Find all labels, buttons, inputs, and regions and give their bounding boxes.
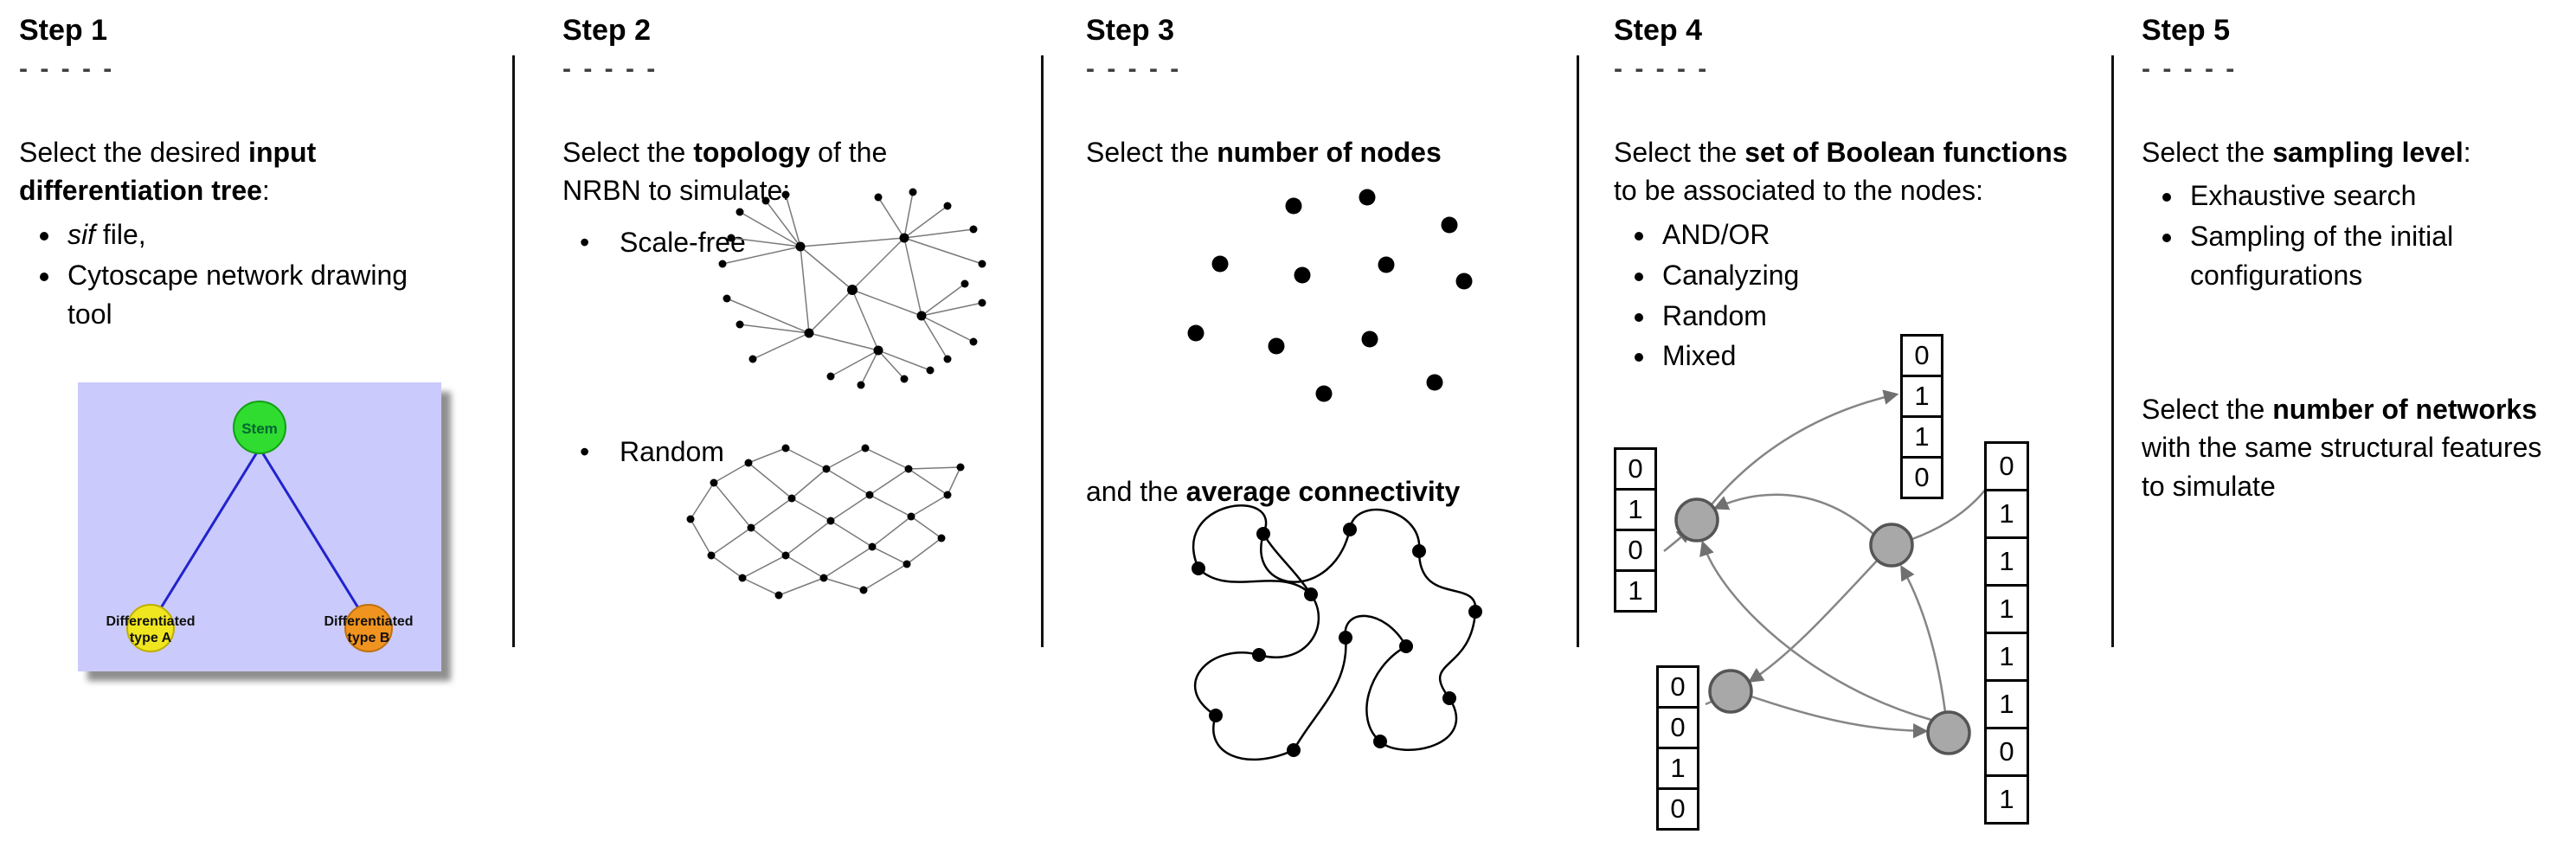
step5-options: Exhaustive search Sampling of the initia…	[2142, 176, 2548, 294]
differentiation-tree-illustration: Stem Differentiated type A Differentiate…	[78, 382, 441, 671]
step1-column: Step 1 - - - - - Select the desired inpu…	[19, 12, 491, 843]
step3-column: Step 3 - - - - - Select the number of no…	[1086, 12, 1562, 843]
truth-table-left: 0 1 0 1	[1614, 447, 1657, 613]
list-item-mixed: Mixed	[1657, 337, 2094, 375]
step5-dashes: - - - - -	[2142, 54, 2238, 83]
boolean-node-3	[1708, 669, 1753, 714]
truth-table-cell: 1	[1984, 679, 2029, 729]
truth-table-cell: 0	[1614, 529, 1657, 572]
step2-column: Step 2 - - - - - Select the topology of …	[562, 12, 1021, 843]
list-item-canalyzing: Canalyzing	[1657, 256, 2094, 295]
step1-title: Step 1	[19, 14, 108, 47]
node-b-label-line1: Differentiated	[324, 614, 413, 629]
step5-title: Step 5	[2142, 14, 2231, 47]
step4-dashes: - - - - -	[1614, 54, 1710, 83]
nodes-scatter-graphic	[1187, 189, 1473, 402]
truth-table-cell: 1	[1984, 774, 2029, 825]
step1-intro: Select the desired input differentiation…	[19, 136, 317, 207]
list-item-sampling: Sampling of the initial configurations	[2185, 217, 2548, 295]
scale-free-network-graphic	[718, 188, 986, 389]
truth-table-cell: 1	[1900, 375, 1943, 418]
step5-column: Step 5 - - - - - Select the sampling lev…	[2142, 12, 2574, 843]
list-item-random: Random	[575, 434, 724, 471]
stem-node-label: Stem	[241, 420, 278, 437]
truth-table-cell: 1	[1984, 536, 2029, 587]
list-item-exhaustive: Exhaustive search	[2185, 176, 2548, 215]
truth-table-cell: 0	[1900, 334, 1943, 377]
truth-table-bottom-left: 0 0 1 0	[1656, 665, 1699, 831]
step4-options: AND/OR Canalyzing Random Mixed	[1614, 215, 2094, 375]
node-a-label-line1: Differentiated	[106, 614, 195, 629]
truth-table-cell: 1	[1984, 632, 2029, 682]
list-item-sif-file: sif file,	[62, 215, 452, 254]
step3-title: Step 3	[1086, 14, 1175, 47]
tree-edge-a	[149, 447, 261, 626]
node-b-label-line2: type B	[348, 631, 390, 645]
step5-second-paragraph: Select the number of networks with the s…	[2142, 393, 2542, 503]
differentiation-tree-svg: Stem Differentiated type A Differentiate…	[78, 382, 441, 671]
step5-intro: Select the sampling level:	[2142, 136, 2471, 168]
connectivity-tangle-graphic	[1192, 504, 1482, 761]
list-item-random-fn: Random	[1657, 297, 2094, 336]
step1-dashes: - - - - -	[19, 54, 115, 83]
differentiated-type-b-node	[344, 604, 393, 652]
truth-table-cell: 0	[1656, 706, 1699, 749]
step4-column: Step 4 - - - - - Select the set of Boole…	[1614, 12, 2094, 847]
truth-table-cell: 1	[1614, 569, 1657, 613]
divider-2	[1041, 55, 1044, 647]
boolean-node-1	[1674, 497, 1719, 542]
stem-node	[233, 401, 286, 454]
divider-4	[2111, 55, 2114, 647]
truth-table-cell: 1	[1656, 747, 1699, 790]
truth-table-cell: 1	[1984, 489, 2029, 539]
truth-table-cell: 0	[1656, 787, 1699, 831]
truth-table-cell: 0	[1900, 456, 1943, 499]
truth-table-cell: 1	[1900, 415, 1943, 459]
step3-line2: and the average connectivity	[1086, 476, 1461, 507]
truth-table-right: 0 1 1 1 1 1 0 1	[1984, 441, 2029, 825]
truth-table-cell: 0	[1614, 447, 1657, 491]
truth-table-cell: 1	[1984, 584, 2029, 634]
truth-table-cell: 1	[1614, 488, 1657, 531]
divider-1	[512, 55, 515, 647]
step4-intro: Select the set of Boolean functions to b…	[1614, 136, 2068, 207]
truth-table-top: 0 1 1 0	[1900, 334, 1943, 499]
truth-table-cell: 0	[1656, 665, 1699, 709]
boolean-node-2	[1869, 523, 1914, 568]
truth-table-cell: 0	[1984, 441, 2029, 491]
truth-table-cell: 0	[1984, 727, 2029, 777]
step2-title: Step 2	[562, 14, 652, 47]
step3-line1: Select the number of nodes	[1086, 136, 1442, 168]
list-item-cytoscape: Cytoscape network drawing tool	[62, 256, 452, 334]
divider-3	[1577, 55, 1579, 647]
differentiated-type-a-node	[126, 604, 175, 652]
list-item-scale-free: Scale-free	[575, 225, 746, 261]
step2-dashes: - - - - -	[562, 54, 658, 83]
step3-dashes: - - - - -	[1086, 54, 1182, 83]
list-item-and-or: AND/OR	[1657, 215, 2094, 254]
step4-title: Step 4	[1614, 14, 1703, 47]
boolean-network-graphic	[1663, 389, 2006, 755]
step2-intro: Select the topology of the NRBN to simul…	[562, 136, 888, 207]
random-network-graphic	[686, 444, 965, 600]
tree-edge-b	[258, 447, 370, 626]
step1-options: sif file, Cytoscape network drawing tool	[19, 215, 452, 333]
boolean-node-4	[1926, 710, 1971, 755]
node-a-label-line2: type A	[130, 631, 172, 645]
